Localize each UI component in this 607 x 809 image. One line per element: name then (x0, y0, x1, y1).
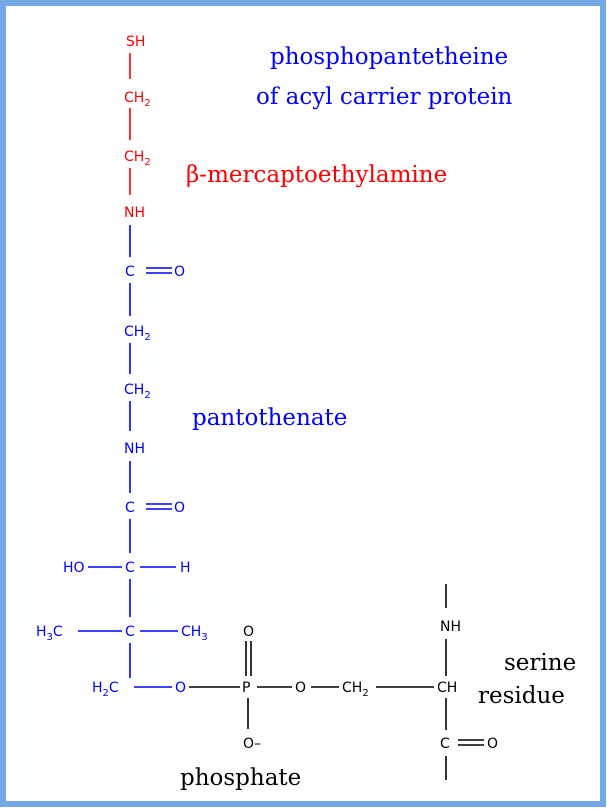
atom-ch2-e: CH2 (342, 680, 369, 699)
serine-label-line-1: serine (504, 650, 576, 676)
atom-o-1: O (174, 264, 185, 280)
pantothenate-group: C O CH2 CH2 NH C O HO C H H3C C CH3 H2C … (36, 225, 208, 699)
title-line-1: phosphopantetheine (270, 44, 508, 70)
mercaptoethylamine-group: SH CH2 CH2 NH (124, 34, 151, 221)
atom-c-4: C (125, 624, 135, 640)
atom-o-left: O (175, 680, 186, 696)
atom-ch3: CH3 (181, 624, 208, 643)
atom-o-serine: O (487, 736, 498, 752)
atom-h3c: H3C (36, 624, 63, 643)
mercaptoethylamine-label: β-mercaptoethylamine (186, 162, 447, 188)
phosphate-label: phosphate (180, 765, 301, 791)
phosphate-serine-group: P O O O– CH2 CH NH C O (189, 584, 498, 780)
atom-p: P (242, 680, 250, 696)
atom-h: H (180, 560, 191, 576)
atom-h2c: H2C (92, 680, 119, 699)
atom-c-serine: C (440, 736, 450, 752)
atom-ch-serine: CH (437, 680, 457, 696)
atom-o-right: O (295, 680, 306, 696)
title-line-2: of acyl carrier protein (256, 84, 513, 110)
atom-nh-2: NH (124, 441, 145, 457)
pantothenate-label: pantothenate (192, 405, 347, 431)
atom-o-2: O (174, 500, 185, 516)
atom-ch2-c: CH2 (124, 324, 151, 343)
atom-nh-serine: NH (440, 619, 461, 635)
atom-ho: HO (63, 560, 85, 576)
atom-ch2-b: CH2 (124, 149, 151, 168)
atom-c-1: C (125, 264, 135, 280)
atom-nh-1: NH (124, 205, 145, 221)
atom-c-2: C (125, 500, 135, 516)
atom-ch2-a: CH2 (124, 90, 151, 109)
serine-label-line-2: residue (478, 683, 565, 709)
atom-o-minus: O– (243, 736, 261, 752)
atom-c-3: C (125, 560, 135, 576)
atom-sh: SH (126, 34, 145, 50)
atom-ch2-d: CH2 (124, 382, 151, 401)
atom-o-top: O (243, 624, 254, 640)
